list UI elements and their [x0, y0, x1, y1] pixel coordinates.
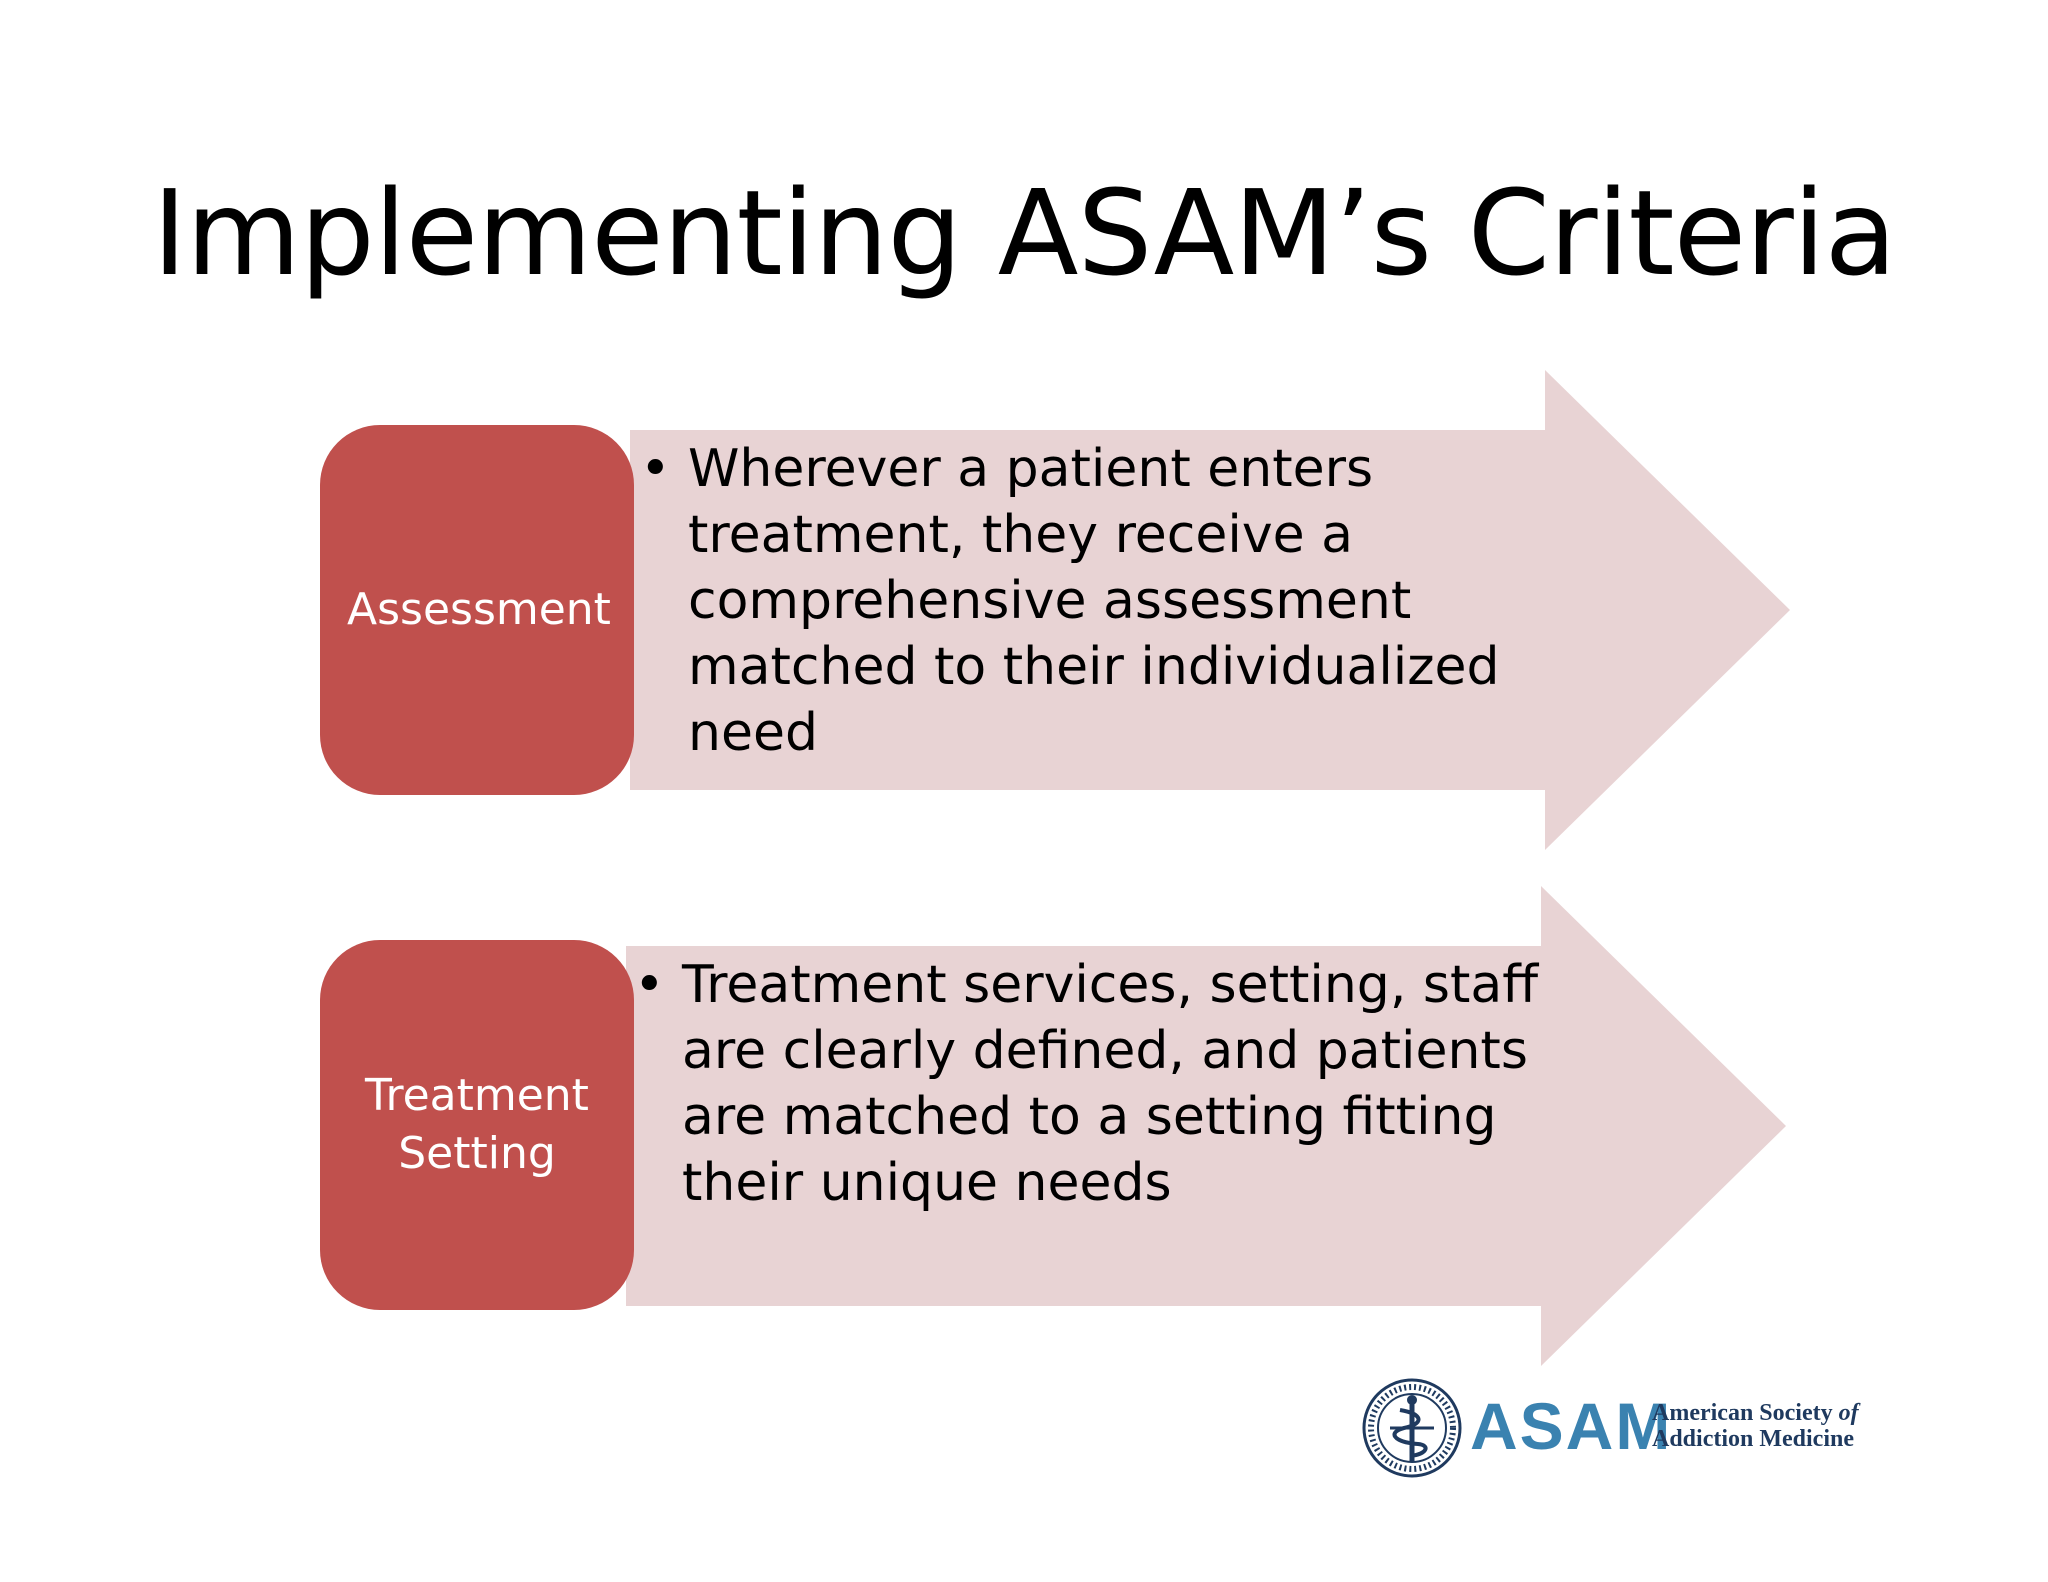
- bullet-text-assessment: Wherever a patient enters treatment, the…: [688, 439, 1500, 763]
- bullet-assessment: • Wherever a patient enters treatment, t…: [640, 436, 1570, 766]
- slide-title: Implementing ASAM’s Criteria: [152, 164, 1897, 302]
- label-assessment: Assessment: [347, 584, 611, 635]
- bullet-dot-icon: •: [634, 955, 665, 1015]
- asam-full-name: American Society of Addiction Medicine: [1652, 1400, 1859, 1452]
- bullet-dot-icon: •: [640, 439, 671, 499]
- bullet-treatment-setting: • Treatment services, setting, staff are…: [634, 952, 1564, 1216]
- label-box-treatment-setting: Treatment Setting: [320, 940, 634, 1310]
- label-treatment-setting: Treatment Setting: [365, 1070, 589, 1179]
- asam-wordmark: ASAM: [1470, 1389, 1673, 1463]
- label-box-assessment: Assessment: [320, 425, 634, 795]
- asam-seal-icon: [1362, 1378, 1462, 1478]
- asam-logo: ASAM American Society of Addiction Medic…: [1352, 1370, 1859, 1490]
- bullet-text-treatment-setting: Treatment services, setting, staff are c…: [682, 955, 1539, 1213]
- arrow-shape-treatment-setting: [626, 886, 1786, 1366]
- arrow-shape-assessment: [630, 370, 1790, 850]
